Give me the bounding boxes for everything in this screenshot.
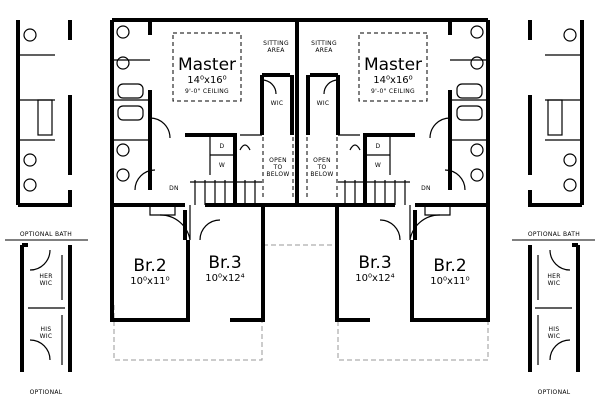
optional-bath-left [5,20,88,372]
unit-right [295,18,490,322]
his-wic-label: WIC [548,333,561,340]
sitting-label: AREA [267,47,285,54]
sitting-label: AREA [315,47,333,54]
open-to-below: BELOW [310,171,333,178]
open-to-below: TO [317,164,327,171]
master-size: 14⁰x16⁰ [373,75,412,86]
master-label: Master [364,55,422,75]
open-to-below: TO [273,164,283,171]
bedroom3-size: 10⁰x12⁴ [205,273,244,284]
master-ceiling: 9'-0" CEILING [185,88,229,95]
her-wic-label: HER [547,273,560,280]
sitting-label: SITTING [263,40,289,47]
down-label: DN [169,185,179,192]
optional-label: OPTIONAL [30,389,63,396]
open-to-below: OPEN [269,157,287,164]
porch-left [113,305,263,361]
master-ceiling: 9'-0" CEILING [371,88,415,95]
down-label: DN [421,185,431,192]
his-wic-label: HIS [41,326,52,333]
porch-right [337,305,489,361]
his-wic-label: HIS [549,326,560,333]
wic-label: WIC [271,100,284,107]
bedroom3-size: 10⁰x12⁴ [355,273,394,284]
washer-label: W [219,162,225,169]
optional-label: OPTIONAL [538,389,571,396]
bedroom3-label: Br.3 [358,253,391,273]
his-wic-label: WIC [40,333,53,340]
sitting-label: SITTING [311,40,337,47]
optional-bath-label: OPTIONAL BATH [20,231,72,238]
her-wic-label: HER [39,273,52,280]
master-size: 14⁰x16⁰ [187,75,226,86]
bedroom3-label: Br.3 [208,253,241,273]
optional-bath-right [512,20,595,372]
open-to-below: BELOW [266,171,289,178]
master-ceiling-outline [172,32,242,102]
optional-bath-label: OPTIONAL BATH [528,231,580,238]
washer-label: W [375,162,381,169]
dryer-label: D [220,143,225,150]
master-label: Master [178,55,236,75]
wic-label: WIC [317,100,330,107]
her-wic-label: WIC [40,280,53,287]
open-to-below: OPEN [313,157,331,164]
bedroom2-size: 10⁰x11⁰ [430,276,469,287]
bedroom2-label: Br.2 [133,256,166,276]
her-wic-label: WIC [548,280,561,287]
bedroom2-size: 10⁰x11⁰ [130,276,169,287]
dryer-label: D [376,143,381,150]
bedroom2-label: Br.2 [433,256,466,276]
